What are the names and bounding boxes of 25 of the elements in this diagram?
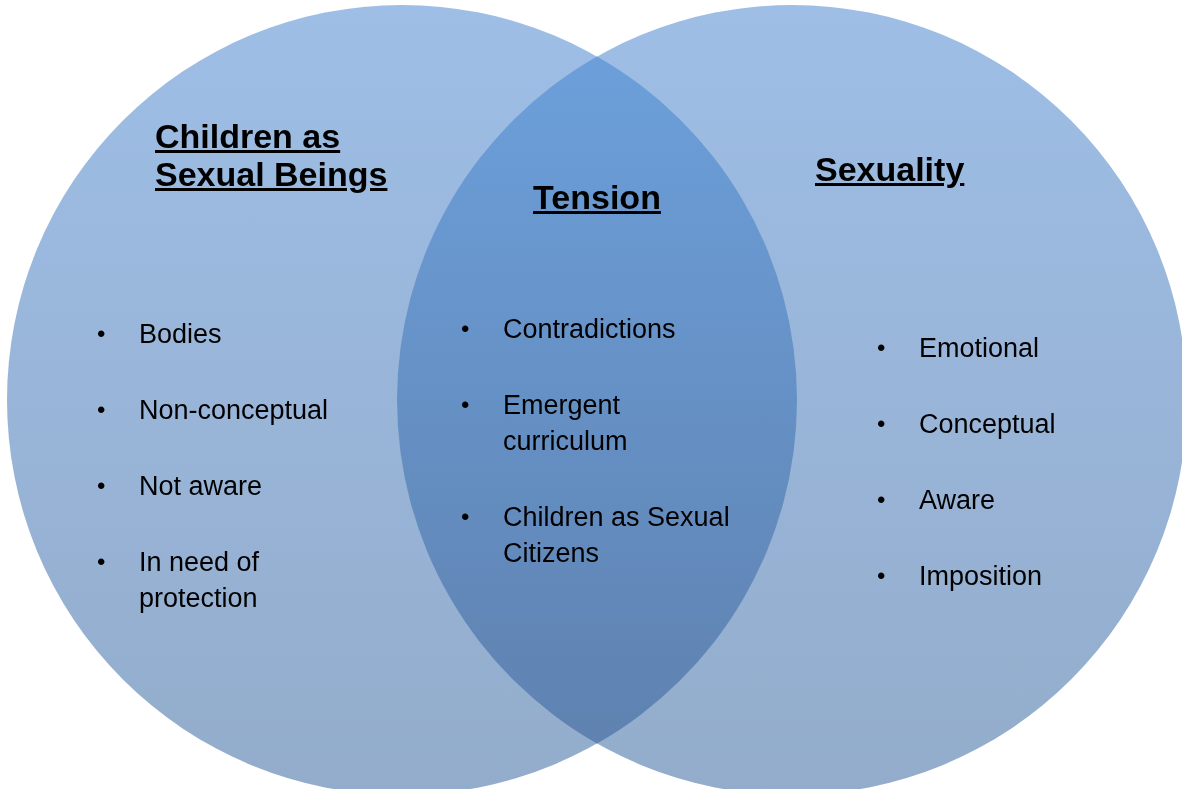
bullet-text: In need of protection bbox=[139, 547, 260, 613]
bullet-text: Aware bbox=[919, 485, 996, 515]
bullet-text: Imposition bbox=[919, 561, 1043, 591]
bullet-text: Children as Sexual Citizens bbox=[503, 502, 730, 568]
bullet-marker: • bbox=[877, 333, 886, 363]
bullet-marker: • bbox=[461, 314, 470, 344]
bullet-text: Bodies bbox=[139, 319, 222, 349]
bullet-text: Contradictions bbox=[503, 314, 676, 344]
bullet-marker: • bbox=[877, 409, 886, 439]
bullet-marker: • bbox=[877, 485, 886, 515]
section-heading: Children as Sexual Beings bbox=[155, 117, 389, 193]
bullet-marker: • bbox=[97, 395, 106, 425]
section-heading: Sexuality bbox=[815, 150, 966, 188]
bullet-marker: • bbox=[97, 471, 106, 501]
bullet-text: Conceptual bbox=[919, 409, 1056, 439]
bullet-marker: • bbox=[877, 561, 886, 591]
bullet-text: Not aware bbox=[139, 471, 263, 501]
bullet-marker: • bbox=[97, 547, 106, 577]
section-heading: Tension bbox=[532, 178, 662, 216]
bullet-text: Emergent curriculum bbox=[503, 390, 628, 456]
bullet-text: Emotional bbox=[919, 333, 1040, 363]
bullet-text: Non-conceptual bbox=[139, 395, 329, 425]
bullet-marker: • bbox=[461, 390, 470, 420]
bullet-marker: • bbox=[97, 319, 106, 349]
bullet-marker: • bbox=[461, 502, 470, 532]
